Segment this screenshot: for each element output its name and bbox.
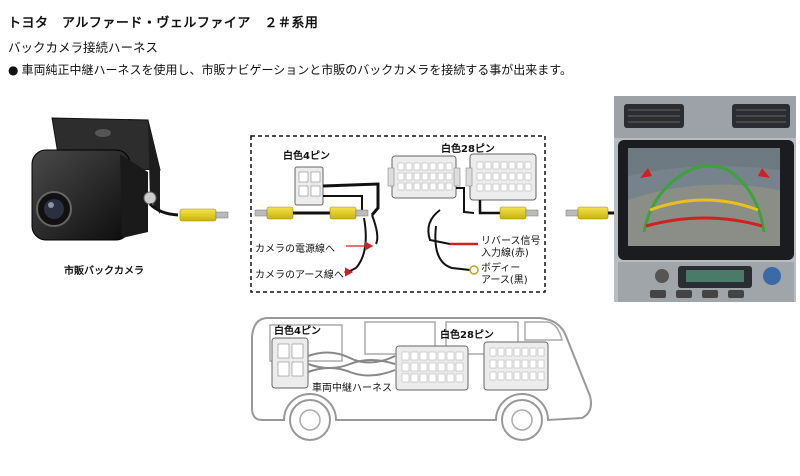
vehicle-28pin-label: 白色28ピン	[440, 330, 494, 341]
vehicle-4pin-label: 白色4ピン	[274, 326, 321, 337]
description: ●車両純正中継ハーネスを使用し、市販ナビゲーションと市販のバックカメラを接続する…	[8, 61, 572, 78]
description-text: 車両純正中継ハーネスを使用し、市販ナビゲーションと市販のバックカメラを接続する事…	[21, 63, 573, 77]
relay-harness-wires	[307, 351, 396, 377]
vehicle-connector-28pin-left	[395, 345, 469, 391]
connector-28pin-left	[387, 155, 461, 199]
vehicle-connector-28pin-right	[483, 341, 549, 391]
bullet-icon: ●	[8, 63, 19, 77]
page-title: トヨタ アルファード・ヴェルファイア ２＃系用	[8, 16, 319, 31]
page-subtitle: バックカメラ接続ハーネス	[8, 40, 159, 55]
connector-28pin-right	[465, 153, 537, 201]
harness-box	[250, 135, 546, 293]
camera-power-label: カメラの電源線へ	[255, 244, 335, 255]
harness-4pin-label: 白色4ピン	[283, 151, 330, 162]
navigation-screen-photo	[614, 96, 796, 302]
relay-harness-label: 車両中継ハーネス	[312, 383, 392, 394]
harness-28pin-label: 白色28ピン	[441, 144, 495, 155]
rca-plug-nav	[565, 206, 614, 220]
vehicle-connector-4pin	[271, 337, 309, 389]
rca-plug-harness-out	[499, 206, 539, 220]
reverse-signal-label: リバース信号 入力線(赤)	[481, 236, 541, 259]
connector-4pin	[294, 166, 324, 206]
rear-camera-illustration	[31, 117, 179, 241]
rca-plug-camera	[179, 208, 229, 222]
rca-pair-harness	[254, 206, 369, 220]
camera-label: 市販バックカメラ	[64, 266, 144, 277]
body-ground-label: ボディー アース(黒)	[481, 263, 528, 286]
camera-ground-label: カメラのアース線へ	[255, 270, 344, 281]
